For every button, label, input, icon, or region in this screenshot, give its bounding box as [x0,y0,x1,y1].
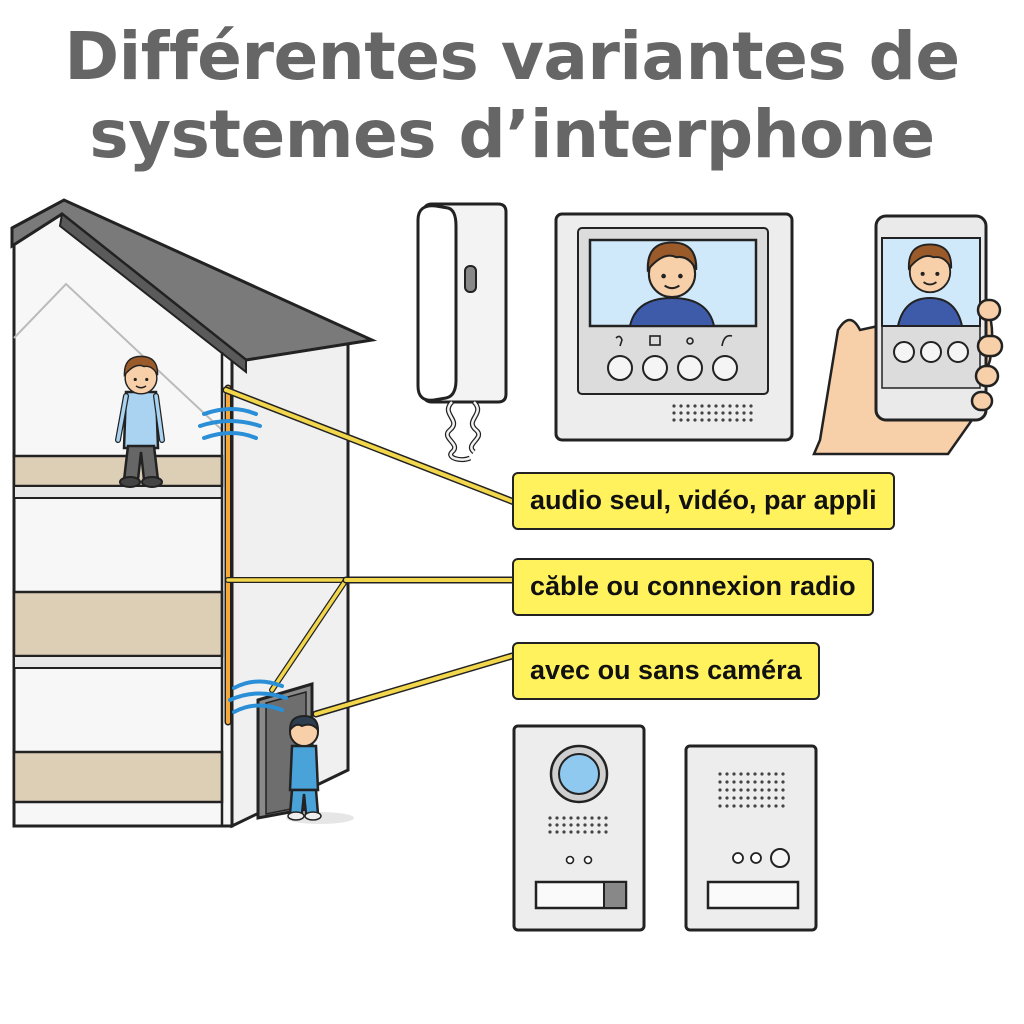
label-cable-or-radio-text: căble ou connexion radio [530,571,856,601]
smartphone-app-icon [812,214,1004,456]
label-cable-or-radio: căble ou connexion radio [512,558,874,616]
video-monitor-icon [554,212,794,442]
monitor-speaker-grille [672,404,753,422]
handset-phone-icon [416,202,508,463]
person-upstairs-icon [115,355,165,488]
label-audio-video-app: audio seul, vidéo, par appli [512,472,895,530]
house-wiring [224,384,349,726]
callout-wires [222,386,518,718]
title-line-1: Différentes variantes de [64,18,960,95]
person-at-door-icon [287,714,322,821]
radio-waves-door-icon [228,679,288,714]
title-line-2: systemes d’interphone [89,96,935,173]
camera-door-station-icon [512,724,646,932]
audio-door-station-icon [684,744,818,932]
label-audio-video-app-text: audio seul, vidéo, par appli [530,485,877,515]
label-with-or-without-camera: avec ou sans caméra [512,642,820,700]
page-title: Différentes variantes de systemes d’inte… [0,18,1024,174]
label-with-or-without-camera-text: avec ou sans caméra [530,655,802,685]
radio-waves-icon [198,407,262,440]
